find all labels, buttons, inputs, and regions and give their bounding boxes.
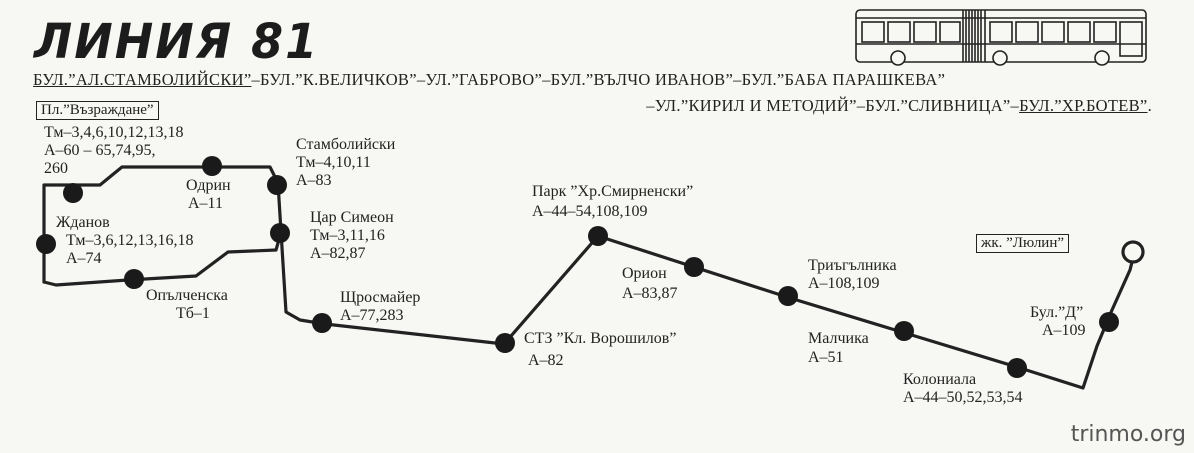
stop-lines: А–44–54,108,109 <box>532 203 648 220</box>
stop-lines: А–82 <box>528 352 564 369</box>
stop-dot <box>124 269 144 289</box>
stop-name: Парк ”Хр.Смирненски” <box>532 183 694 200</box>
stop-name: Одрин <box>186 177 231 194</box>
street-segment: БУЛ.”АЛ.СТАМБОЛИЙСКИ” <box>33 70 252 89</box>
stop-name: Щросмайер <box>340 289 421 306</box>
stop-dot <box>36 234 56 254</box>
stop-lines: А–77,283 <box>340 307 404 324</box>
stop-name: Триъгълника <box>808 257 897 274</box>
stop-dot <box>270 223 290 243</box>
stop-name: СТЗ ”Кл. Ворошилов” <box>524 330 677 347</box>
terminal-start-label: Пл.”Възраждане” <box>36 101 159 120</box>
route-streets-line1: БУЛ.”АЛ.СТАМБОЛИЙСКИ”–БУЛ.”К.ВЕЛИЧКОВ”–У… <box>33 70 945 90</box>
loop-terminal <box>1121 240 1145 264</box>
route-branch <box>42 234 282 287</box>
stop-dot <box>588 226 608 246</box>
stop-lines: А–109 <box>1042 322 1086 339</box>
street-segment: . <box>1147 96 1152 115</box>
stop-lines: Тм–3,11,16 А–82,87 <box>310 227 385 262</box>
stop-lines: А–108,109 <box>808 275 880 292</box>
stop-name: Орион <box>622 265 667 282</box>
stop-name: Опълченска <box>146 287 228 304</box>
stop-name: Бул.”Д” <box>1030 304 1084 321</box>
line-title: ЛИНИЯ 81 <box>34 12 320 70</box>
stop-dot <box>495 333 515 353</box>
stop-name: Малчика <box>808 330 869 347</box>
stop-dot <box>894 321 914 341</box>
terminal-end-label: жк. ”Люлин” <box>976 234 1070 253</box>
stop-name: Колониала <box>903 371 977 388</box>
stop-name: Жданов <box>56 214 110 231</box>
street-segment: –БУЛ.”К.ВЕЛИЧКОВ”–УЛ.”ГАБРОВО”–БУЛ.”ВЪЛЧ… <box>251 70 946 89</box>
route-streets-line2: –УЛ.”КИРИЛ И МЕТОДИЙ”–БУЛ.”СЛИВНИЦА”–БУЛ… <box>646 96 1152 116</box>
stop-lines: Тм–4,10,11 А–83 <box>296 154 371 189</box>
stop-dot <box>267 175 287 195</box>
stop-dot <box>1007 358 1027 378</box>
stop-dot <box>312 313 332 333</box>
stop-lines: А–83,87 <box>622 285 678 302</box>
stop-lines: А–51 <box>808 349 844 366</box>
stop-name: Стамболийски <box>296 136 396 153</box>
stop-lines: А–44–50,52,53,54 <box>903 389 1023 406</box>
stop-name: Цар Симеон <box>310 209 394 226</box>
stop-dot <box>778 286 798 306</box>
stop-dot <box>684 257 704 277</box>
stop-dot <box>63 183 83 203</box>
stop-lines: Тб–1 <box>176 305 210 322</box>
street-segment: –УЛ.”КИРИЛ И МЕТОДИЙ”–БУЛ.”СЛИВНИЦА”– <box>646 96 1020 115</box>
stop-dot <box>202 156 222 176</box>
stop-lines: А–11 <box>188 195 223 212</box>
street-segment: БУЛ.”ХР.БОТЕВ” <box>1019 96 1148 115</box>
watermark: trinmo.org <box>1070 422 1186 447</box>
route-line <box>42 165 1134 390</box>
stop-lines: Тм–3,4,6,10,12,13,18 А–60 – 65,74,95, 26… <box>44 124 184 177</box>
stop-dot <box>1099 312 1119 332</box>
stop-lines: Тм–3,6,12,13,16,18 А–74 <box>66 232 194 267</box>
